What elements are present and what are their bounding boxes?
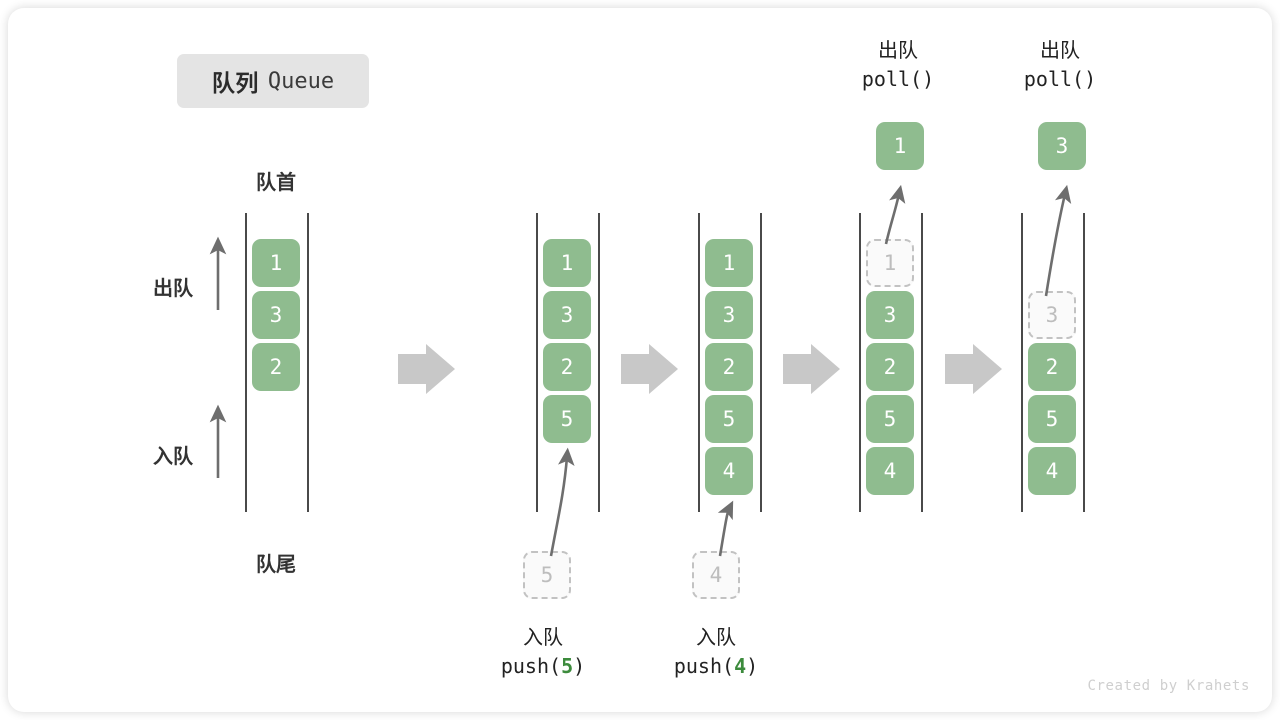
rail-right: [307, 213, 309, 512]
code-suffix: ): [573, 654, 586, 678]
caption-code: poll(): [803, 65, 993, 94]
queue-cell: 4: [1028, 447, 1076, 495]
queue-cell: 3: [252, 291, 300, 339]
incoming-ghost-cell: 5: [523, 551, 571, 599]
queue-cell: 2: [1028, 343, 1076, 391]
queue-head-label: 队首: [256, 170, 296, 194]
rail-right: [598, 213, 600, 512]
watermark: Created by Krahets: [1087, 678, 1250, 694]
step-arrow-2: [621, 344, 678, 394]
code-value: 4: [734, 654, 747, 678]
caption-push-5: 入队 push(5): [448, 623, 638, 681]
rail-left: [859, 213, 861, 512]
rail-right: [1083, 213, 1085, 512]
queue-cell: 5: [705, 395, 753, 443]
queue-cell: 4: [866, 447, 914, 495]
queue-cell: 1: [252, 239, 300, 287]
code-value: 5: [561, 654, 574, 678]
title-cn: 队列: [211, 71, 259, 97]
caption-cn: 入队: [696, 625, 736, 649]
caption-poll-3: 出队 poll(): [965, 36, 1155, 94]
diagram-canvas: 队列 Queue 队首 队尾 出队 入队 1 3 2 1 3 2 5 5 入队 …: [8, 8, 1272, 712]
code-prefix: poll(: [861, 67, 923, 91]
incoming-ghost-cell: 4: [692, 551, 740, 599]
code-suffix: ): [1084, 67, 1097, 91]
code-prefix: push(: [673, 654, 735, 678]
queue-cell: 1: [705, 239, 753, 287]
title-badge: 队列 Queue: [177, 54, 369, 108]
caption-cn: 出队: [1040, 38, 1080, 62]
queue-cell: 2: [866, 343, 914, 391]
queue-cell: 5: [866, 395, 914, 443]
step-arrow-4: [945, 344, 1002, 394]
queue-cell: 3: [705, 291, 753, 339]
push-4-arrow: [717, 500, 734, 557]
outgoing-cell: 1: [876, 122, 924, 170]
caption-code: poll(): [965, 65, 1155, 94]
rail-right: [921, 213, 923, 512]
poll-3-arrow: [1044, 184, 1072, 297]
caption-poll-1: 出队 poll(): [803, 36, 993, 94]
queue-cell: 2: [705, 343, 753, 391]
title-en: Queue: [267, 68, 335, 94]
code-suffix: ): [746, 654, 759, 678]
queue-cell: 3: [543, 291, 591, 339]
caption-push-4: 入队 push(4): [621, 623, 811, 681]
dequeue-side-label: 出队: [153, 276, 193, 300]
rail-left: [698, 213, 700, 512]
caption-cn: 入队: [523, 625, 563, 649]
caption-code: push(5): [448, 652, 638, 681]
code-prefix: push(: [500, 654, 562, 678]
queue-cell: 5: [1028, 395, 1076, 443]
poll-1-arrow: [884, 184, 906, 245]
queue-cell-ghost: 1: [866, 239, 914, 287]
queue-cell: 1: [543, 239, 591, 287]
rail-left: [245, 213, 247, 512]
queue-cell: 5: [543, 395, 591, 443]
queue-cell-ghost: 3: [1028, 291, 1076, 339]
code-prefix: poll(: [1023, 67, 1085, 91]
queue-cell: 4: [705, 447, 753, 495]
queue-tail-label: 队尾: [256, 552, 296, 576]
step-arrow-1: [398, 344, 455, 394]
enqueue-side-label: 入队: [153, 444, 193, 468]
caption-code: push(4): [621, 652, 811, 681]
caption-cn: 出队: [878, 38, 918, 62]
push-5-arrow: [549, 447, 575, 557]
queue-cell: 2: [252, 343, 300, 391]
rail-right: [760, 213, 762, 512]
step-arrow-3: [783, 344, 840, 394]
rail-left: [1021, 213, 1023, 512]
code-suffix: ): [922, 67, 935, 91]
queue-cell: 2: [543, 343, 591, 391]
rail-left: [536, 213, 538, 512]
outgoing-cell: 3: [1038, 122, 1086, 170]
queue-cell: 3: [866, 291, 914, 339]
